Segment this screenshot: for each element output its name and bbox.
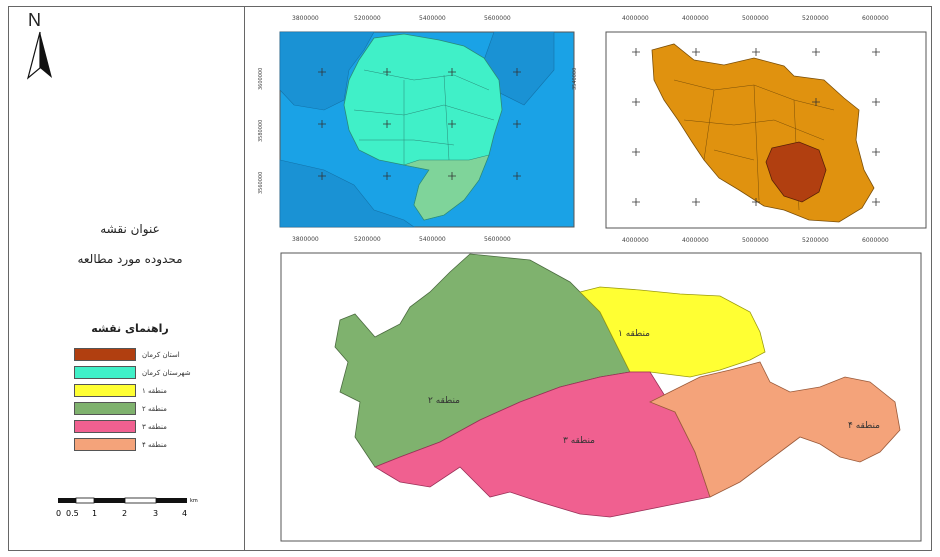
scale-label: 2 (122, 509, 127, 518)
legend-item: استان کرمان (74, 346, 214, 363)
legend-item: منطقه ۳ (74, 418, 214, 435)
zone-1-shape (579, 286, 766, 378)
tick-label: 3560000 (258, 172, 264, 194)
tick-label: 4000000 (622, 237, 649, 244)
tick-label: 5200000 (354, 236, 381, 243)
zone-label: منطقه ۲ (428, 396, 460, 406)
tick-label: 6000000 (862, 237, 889, 244)
tick-label: 5000000 (742, 237, 769, 244)
legend: استان کرمان شهرستان کرمان منطقه ۱ منطقه … (74, 346, 214, 454)
tick-label: 5600000 (484, 236, 511, 243)
tick-label: 3540000 (572, 68, 578, 90)
kerman-province-shape (765, 141, 827, 203)
tick-label: 5200000 (354, 15, 381, 22)
map-title: عنوان نقشه (100, 222, 160, 236)
scale-label: 1 (92, 509, 97, 518)
tick-label: 4000000 (682, 237, 709, 244)
legend-item: منطقه ۱ (74, 382, 214, 399)
map-layout-frame (8, 6, 932, 551)
legend-swatch (74, 438, 136, 451)
north-arrow-icon (26, 31, 52, 80)
legend-title: راهنمای نقشه (91, 322, 169, 335)
legend-swatch (74, 348, 136, 361)
legend-item: منطقه ۴ (74, 436, 214, 453)
tick-label: 5000000 (742, 15, 769, 22)
legend-label: منطقه ۴ (142, 440, 167, 449)
tick-label: 5200000 (802, 237, 829, 244)
tick-label: 5200000 (802, 15, 829, 22)
legend-label: منطقه ۲ (142, 404, 167, 413)
county-inset-map: 3800000 5200000 5400000 5600000 3600000 … (258, 15, 578, 243)
legend-item: شهرستان کرمان (74, 364, 214, 381)
legend-swatch (74, 384, 136, 397)
north-arrow-letter: N (28, 10, 41, 30)
tick-label: 3800000 (292, 15, 319, 22)
tick-label: 4000000 (622, 15, 649, 22)
sidebar-divider (244, 6, 245, 551)
legend-label: منطقه ۳ (142, 422, 167, 431)
zone-4-shape (649, 361, 901, 498)
scale-label: 0 (56, 509, 61, 518)
tick-label: 5400000 (419, 236, 446, 243)
scale-label: 4 (182, 509, 187, 518)
legend-label: منطقه ۱ (142, 386, 167, 395)
zone-label: منطقه ۴ (848, 421, 880, 431)
legend-label: استان کرمان (142, 350, 180, 359)
map-subtitle: محدوده مورد مطالعه (77, 252, 183, 266)
scale-label: 0.5 (66, 509, 79, 518)
tick-label: 3600000 (258, 68, 264, 90)
legend-swatch (74, 402, 136, 415)
scale-unit: km (190, 498, 198, 504)
tick-label: 5600000 (484, 15, 511, 22)
iran-inset-map: 4000000 4000000 5000000 5200000 6000000 … (605, 15, 927, 244)
legend-swatch (74, 366, 136, 379)
zone-label: منطقه ۱ (618, 329, 650, 339)
legend-swatch (74, 420, 136, 433)
zone-label: منطقه ۳ (563, 436, 595, 446)
tick-label: 3800000 (292, 236, 319, 243)
legend-label: شهرستان کرمان (142, 368, 191, 377)
tick-label: 3580000 (258, 120, 264, 142)
zones-map: منطقه ۱ منطقه ۲ منطقه ۳ منطقه ۴ (280, 252, 922, 542)
scale-label: 3 (153, 509, 158, 518)
tick-label: 6000000 (862, 15, 889, 22)
tick-label: 4000000 (682, 15, 709, 22)
legend-item: منطقه ۲ (74, 400, 214, 417)
scale-bar: km 0 0.5 1 2 3 4 (56, 497, 198, 518)
tick-label: 5400000 (419, 15, 446, 22)
